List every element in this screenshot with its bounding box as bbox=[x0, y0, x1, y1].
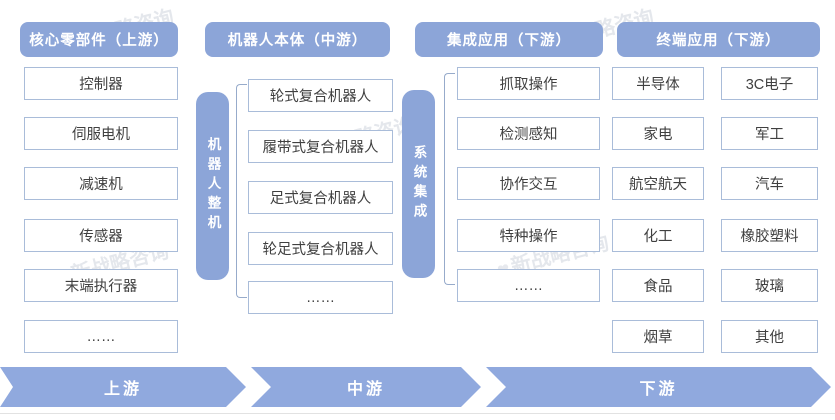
flow-arrow-downstream: 下游 bbox=[486, 367, 831, 407]
box-glass: 玻璃 bbox=[721, 269, 818, 302]
box-detection-perception: 检测感知 bbox=[457, 117, 600, 150]
box-wheel-legged-composite-robot: 轮足式复合机器人 bbox=[248, 232, 393, 265]
box-robot-types-ellipsis: …… bbox=[248, 281, 393, 314]
box-legged-composite-robot: 足式复合机器人 bbox=[248, 181, 393, 214]
box-home-appliances: 家电 bbox=[612, 117, 704, 150]
box-core-components-ellipsis: …… bbox=[24, 320, 178, 353]
box-3c-electronics: 3C电子 bbox=[721, 67, 818, 100]
box-grasping-operation: 抓取操作 bbox=[457, 67, 600, 100]
bottom-divider bbox=[0, 413, 835, 414]
vertical-bar-system-integration: 系统集成 bbox=[402, 90, 435, 278]
header-core-components-upstream: 核心零部件（上游） bbox=[20, 22, 178, 57]
box-semiconductor: 半导体 bbox=[612, 67, 704, 100]
vertical-bar-complete-robot: 机器人整机 bbox=[196, 92, 229, 280]
flow-arrow-midstream: 中游 bbox=[251, 367, 481, 407]
box-reducer: 减速机 bbox=[24, 167, 178, 200]
box-chemical: 化工 bbox=[612, 219, 704, 252]
box-rubber-plastics: 橡胶塑料 bbox=[721, 219, 818, 252]
box-servo-motor: 伺服电机 bbox=[24, 117, 178, 150]
box-special-operation: 特种操作 bbox=[457, 219, 600, 252]
header-robot-body-midstream: 机器人本体（中游） bbox=[205, 22, 390, 57]
box-automobile: 汽车 bbox=[721, 167, 818, 200]
box-other: 其他 bbox=[721, 320, 818, 353]
bracket-integration-apps bbox=[444, 73, 455, 285]
box-integration-ellipsis: …… bbox=[457, 269, 600, 302]
header-terminal-applications-downstream: 终端应用（下游） bbox=[617, 22, 820, 57]
box-tobacco: 烟草 bbox=[612, 320, 704, 353]
box-end-effector: 末端执行器 bbox=[24, 269, 178, 302]
box-military: 军工 bbox=[721, 117, 818, 150]
box-collaborative-interaction: 协作交互 bbox=[457, 167, 600, 200]
box-sensor: 传感器 bbox=[24, 219, 178, 252]
box-food: 食品 bbox=[612, 269, 704, 302]
flow-arrow-upstream: 上游 bbox=[0, 367, 246, 407]
box-aerospace: 航空航天 bbox=[612, 167, 704, 200]
box-tracked-composite-robot: 履带式复合机器人 bbox=[248, 130, 393, 163]
bracket-robot-types bbox=[236, 84, 247, 298]
header-integrated-applications-downstream: 集成应用（下游） bbox=[415, 22, 603, 57]
box-wheeled-composite-robot: 轮式复合机器人 bbox=[248, 79, 393, 112]
box-controller: 控制器 bbox=[24, 67, 178, 100]
